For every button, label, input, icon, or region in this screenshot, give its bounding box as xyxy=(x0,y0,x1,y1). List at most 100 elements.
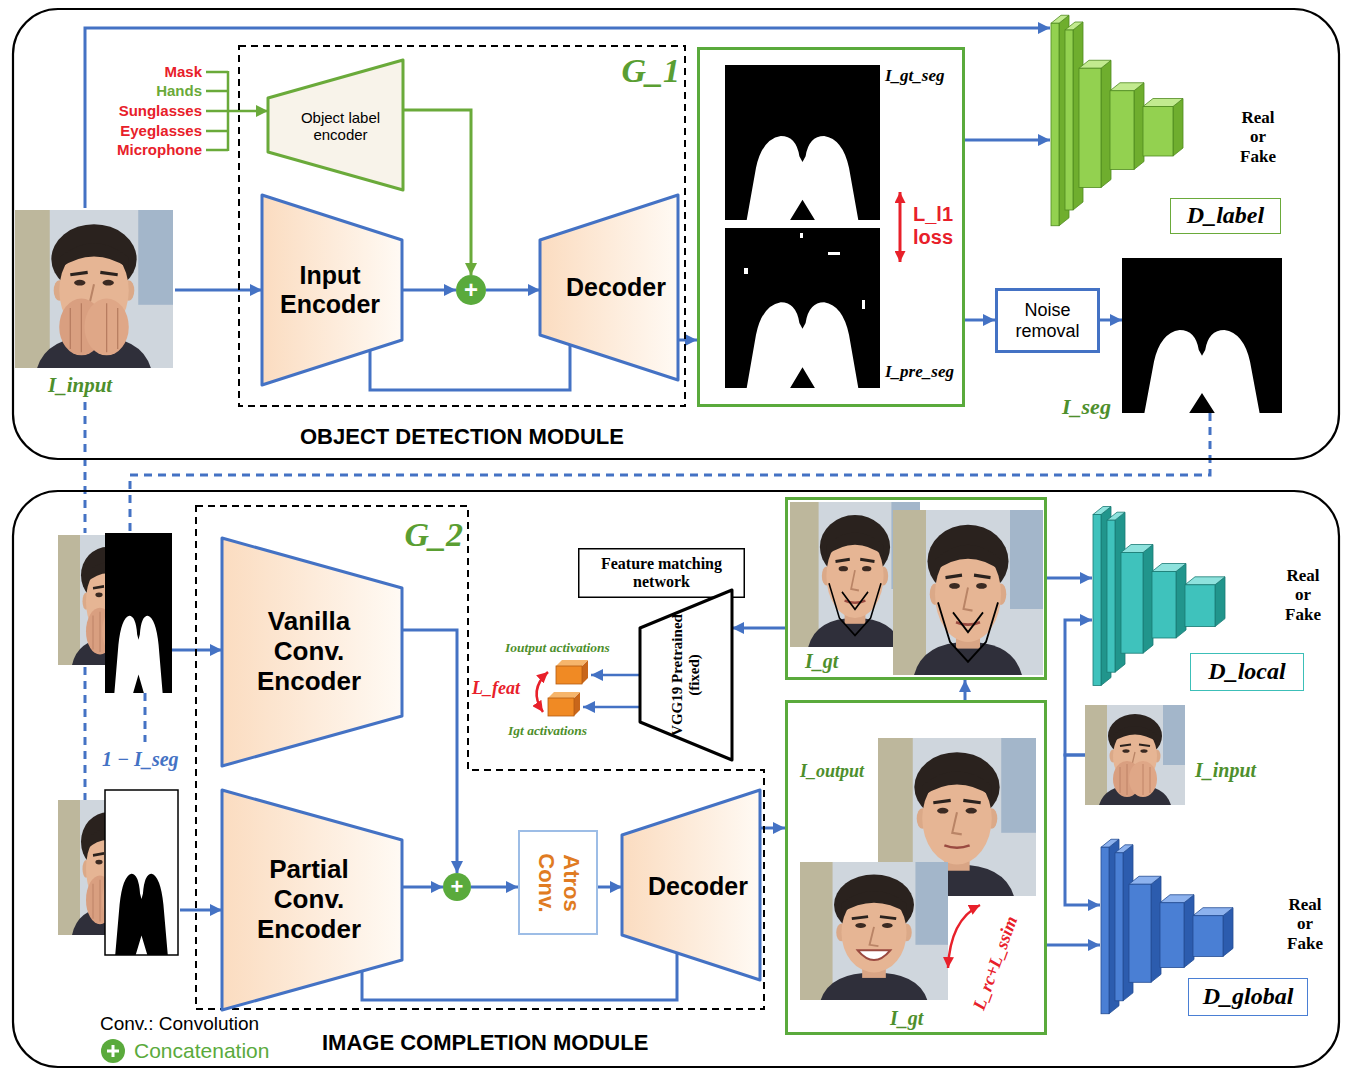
node-text: I_gt_seg xyxy=(885,63,963,89)
layer-top xyxy=(1185,577,1225,585)
legend-swatch xyxy=(100,1038,126,1064)
layer-top xyxy=(1079,60,1111,68)
network-trapezoid: Decoder xyxy=(540,195,678,380)
layer-top xyxy=(1152,564,1186,572)
module-border xyxy=(13,9,1339,459)
mask-shape xyxy=(115,874,168,955)
node-text: I_gt xyxy=(890,1005,940,1031)
layer-side xyxy=(1176,564,1186,639)
node-text: I_input xyxy=(48,372,158,398)
trapezoid-outline xyxy=(622,790,760,980)
discriminator-layer xyxy=(1129,876,1161,982)
node-text: D_local xyxy=(1190,653,1304,691)
panel-outline xyxy=(699,49,964,406)
output-panel: I_outputI_gtL_rc+L_ssim xyxy=(785,700,1047,1035)
node-text: L_l1 loss xyxy=(913,195,963,257)
noise-speck xyxy=(744,268,748,274)
node-outline xyxy=(785,700,1047,1035)
connector xyxy=(402,289,456,292)
node-text: I_gt xyxy=(805,648,855,674)
layer-top xyxy=(1143,99,1183,107)
node-text: OBJECT DETECTION MODULE xyxy=(300,422,740,452)
output-photo xyxy=(893,510,1043,675)
layer-top xyxy=(1107,512,1125,520)
annotation-label: Sunglasses xyxy=(106,101,202,120)
layer-top xyxy=(1115,845,1133,853)
node-text: L_rc+L_ssim xyxy=(962,902,1027,1024)
layer-top xyxy=(1101,839,1119,847)
node-text: I_seg xyxy=(1062,393,1120,421)
segmentation-shape xyxy=(747,136,859,220)
output-panel: I_gt_segL_l1 lossI_pre_seg xyxy=(697,47,965,407)
connector xyxy=(678,339,697,342)
label-bracket xyxy=(206,71,228,151)
node-text: I_input xyxy=(1195,757,1275,783)
legend-text: Concatenation xyxy=(134,1039,269,1063)
layer-front xyxy=(1185,585,1215,627)
connector xyxy=(1100,319,1122,322)
layer-side xyxy=(1151,876,1161,982)
image-node: I_input xyxy=(1085,705,1185,805)
node-outline xyxy=(60,790,180,958)
connector xyxy=(175,289,262,292)
connector xyxy=(964,680,967,700)
annotation-label: Ioutput activations xyxy=(505,638,637,657)
node-text: Input Encoder xyxy=(270,247,390,333)
image-node: I_seg xyxy=(1122,258,1282,413)
dashed-link xyxy=(84,667,87,800)
discriminator-stack: Real or FakeD_label xyxy=(1050,12,1285,237)
layer-top xyxy=(1121,545,1153,553)
network-trapezoid: Partial Conv. Encoder xyxy=(222,790,402,1010)
node-text: + xyxy=(443,873,471,901)
annotation-label: Microphone xyxy=(106,140,202,159)
discriminator-stack: Real or FakeD_local xyxy=(1092,505,1337,695)
node-text: VGG19 Pretrained (fixed) xyxy=(651,605,721,745)
node-outline xyxy=(15,208,175,400)
connector xyxy=(965,319,995,322)
module-panel: IMAGE COMPLETION MODULE1 − I_segG_2Vanil… xyxy=(12,490,1340,1068)
node-outline xyxy=(1122,258,1282,413)
segmentation-image xyxy=(725,65,880,220)
node-text: Atros Conv. xyxy=(518,830,598,935)
discriminator-layer xyxy=(1079,60,1111,187)
annotation-label: Eyeglasses xyxy=(106,121,202,140)
trapezoid-outline xyxy=(540,195,678,380)
feature-arrow xyxy=(583,706,640,709)
panel-outline xyxy=(787,702,1046,1034)
activation-cube xyxy=(548,692,580,698)
layer-top xyxy=(1093,507,1111,515)
discriminator-layer xyxy=(1193,908,1233,957)
layer-front xyxy=(1121,553,1143,654)
connector xyxy=(85,28,1050,208)
segmentation-image xyxy=(1122,258,1282,413)
node-text: G_1 xyxy=(610,49,680,93)
discriminator-layer xyxy=(1152,564,1186,639)
node-text: I_pre_seg xyxy=(885,359,963,385)
connector xyxy=(1065,755,1100,905)
swatch-plus xyxy=(107,1045,119,1057)
concat-disc xyxy=(443,873,471,901)
connector xyxy=(965,139,1050,142)
layer-front xyxy=(1079,68,1101,187)
generator-group: G_1Object label encoderInput Encoder+Dec… xyxy=(238,45,686,407)
layer-front xyxy=(1065,30,1073,210)
connector xyxy=(486,289,540,292)
output-panel: I_gt xyxy=(785,497,1047,680)
connector xyxy=(1047,577,1092,580)
node-text: Real or Fake xyxy=(1280,557,1326,633)
node-text: Noise removal xyxy=(1000,293,1095,348)
connector xyxy=(370,343,570,390)
connector xyxy=(403,110,471,275)
layer-front xyxy=(1110,91,1134,170)
mask-image xyxy=(105,533,172,693)
layer-side xyxy=(1184,895,1194,968)
trapezoid-outline xyxy=(222,538,402,766)
input-photo xyxy=(15,210,173,368)
segmentation-image xyxy=(725,228,880,388)
discriminator-layer xyxy=(1160,895,1194,968)
node-text: Decoder xyxy=(560,261,672,313)
layer-top xyxy=(1065,22,1083,30)
activation-cube xyxy=(548,698,574,716)
box-outline xyxy=(579,549,745,598)
